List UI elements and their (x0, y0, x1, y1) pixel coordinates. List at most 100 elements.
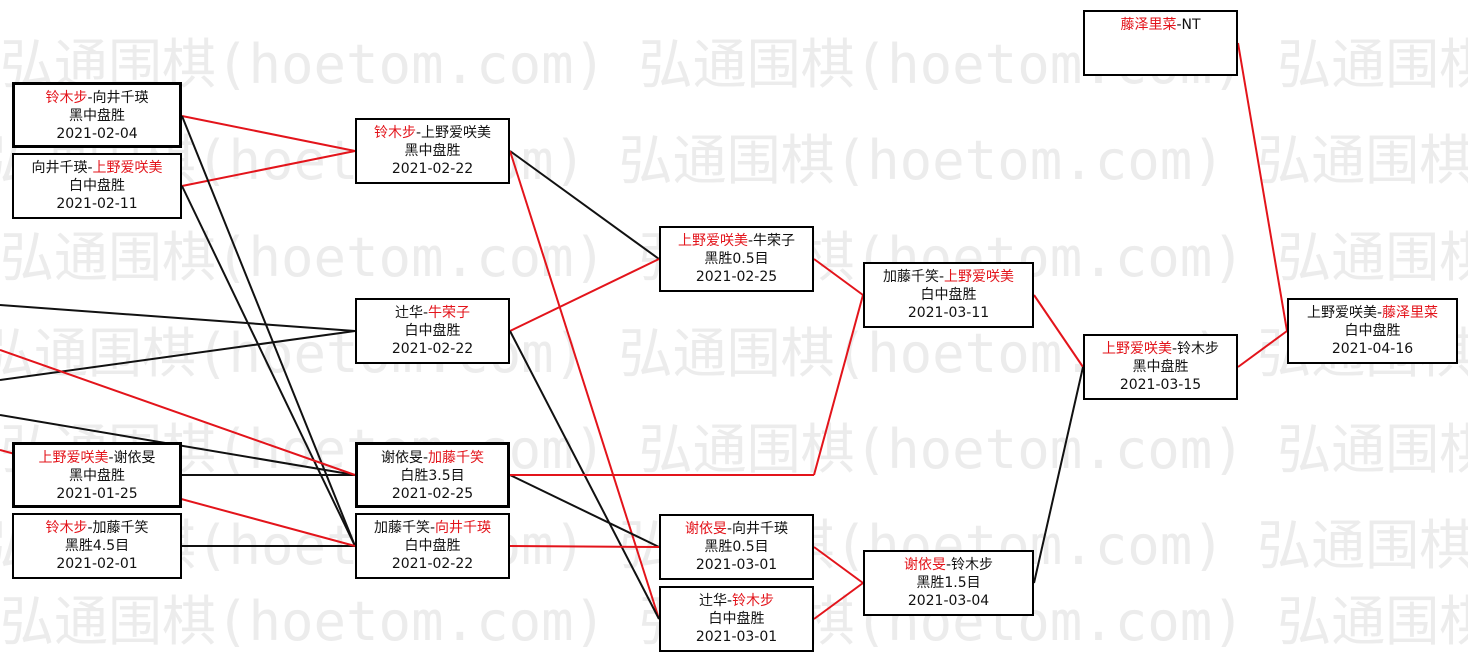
black-player: 辻华 (698, 593, 727, 609)
game-date: 2021-03-15 (1119, 377, 1202, 393)
black-player: 铃木步 (45, 90, 88, 106)
game-box[interactable]: 铃木步-上野爱咲美黑中盘胜 2021-02-22 (355, 118, 510, 184)
white-player: 加藤千笑 (92, 520, 149, 536)
white-player: NT (1181, 17, 1201, 33)
game-result: 白中盘胜 (1344, 323, 1401, 339)
game-box[interactable]: 藤泽里菜-NT (1083, 10, 1238, 76)
game-date: 2021-02-04 (56, 126, 138, 142)
winner-connector (0, 349, 356, 476)
matchup: 铃木步-上野爱咲美 (357, 124, 508, 142)
white-player: 上野爱咲美 (92, 160, 163, 176)
white-player: 牛荣子 (428, 305, 471, 321)
white-player: 铃木步 (1177, 341, 1220, 357)
game-date: 2021-02-22 (391, 341, 474, 357)
game-date: 2021-03-04 (907, 593, 990, 609)
black-player: 铃木步 (45, 520, 88, 536)
versus-separator: - (726, 521, 733, 537)
matchup: 上野爱咲美-牛荣子 (661, 232, 812, 250)
game-result: 白中盘胜 (404, 538, 461, 554)
black-player: 谢依旻 (684, 521, 727, 537)
matchup: 辻华-铃木步 (661, 592, 812, 610)
matchup: 上野爱咲美-铃木步 (1085, 340, 1236, 358)
versus-separator: - (726, 593, 733, 609)
black-player: 加藤千笑 (373, 520, 430, 536)
white-player: 向井千瑛 (435, 520, 492, 536)
game-date: 2021-02-01 (56, 556, 138, 572)
winner-connector (509, 545, 660, 548)
black-player: 向井千瑛 (31, 160, 88, 176)
versus-separator: - (87, 520, 93, 536)
black-player: 藤泽里菜 (1120, 17, 1177, 33)
game-result: 白中盘胜 (708, 611, 765, 627)
loser-connector (181, 185, 356, 547)
game-box[interactable]: 辻华-铃木步白中盘胜 2021-03-01 (659, 586, 814, 652)
matchup: 加藤千笑-上野爱咲美 (865, 268, 1032, 286)
game-date: 2021-03-01 (695, 557, 778, 573)
versus-separator: - (415, 125, 422, 141)
versus-separator: - (1171, 341, 1178, 357)
versus-separator: - (945, 557, 952, 573)
game-date: 2021-03-01 (695, 629, 778, 645)
game-result: 黑中盘胜 (69, 108, 125, 124)
game-date: 2021-04-16 (1331, 341, 1414, 357)
game-date: 2021-02-22 (391, 161, 474, 177)
loser-connector (509, 150, 660, 260)
game-result: 白胜3.5目 (400, 468, 465, 484)
white-player: 牛荣子 (753, 233, 796, 249)
versus-separator: - (938, 269, 945, 285)
matchup: 藤泽里菜-NT (1085, 16, 1236, 34)
winner-connector (813, 294, 864, 476)
white-player: 谢依旻 (113, 450, 156, 466)
game-result: 白中盘胜 (920, 287, 977, 303)
matchup: 谢依旻-向井千瑛 (661, 520, 812, 538)
matchup: 向井千瑛-上野爱咲美 (14, 159, 180, 177)
matchup: 辻华-牛荣子 (357, 304, 508, 322)
winner-connector (509, 258, 660, 332)
winner-connector (1237, 42, 1288, 332)
winner-connector (813, 582, 864, 620)
versus-separator: - (422, 305, 429, 321)
loser-connector (1033, 366, 1084, 584)
game-result: 黑中盘胜 (404, 143, 461, 159)
winner-connector (1237, 330, 1288, 368)
black-player: 上野爱咲美 (1306, 305, 1377, 321)
game-result: 白中盘胜 (69, 178, 125, 194)
white-player: 上野爱咲美 (944, 269, 1015, 285)
game-box[interactable]: 辻华-牛荣子白中盘胜 2021-02-22 (355, 298, 510, 364)
versus-separator: - (1376, 305, 1383, 321)
loser-connector (181, 115, 356, 547)
game-result: 白中盘胜 (404, 323, 461, 339)
loser-connector (509, 474, 660, 548)
white-player: 上野爱咲美 (421, 125, 492, 141)
matchup: 加藤千笑-向井千瑛 (357, 519, 508, 537)
white-player: 向井千瑛 (92, 90, 149, 106)
black-player: 谢依旻 (903, 557, 946, 573)
winner-connector (1033, 294, 1084, 368)
game-result: 黑中盘胜 (69, 468, 125, 484)
matchup: 铃木步-加藤千笑 (14, 519, 180, 537)
winner-connector (181, 150, 356, 187)
white-player: 铃木步 (951, 557, 994, 573)
winner-connector (509, 150, 660, 620)
winner-connector (813, 546, 864, 584)
game-date: 2021-03-11 (907, 305, 990, 321)
versus-separator: - (1176, 17, 1182, 33)
loser-connector (0, 330, 356, 381)
black-player: 上野爱咲美 (38, 450, 109, 466)
game-box[interactable]: 加藤千笑-上野爱咲美白中盘胜 2021-03-11 (863, 262, 1034, 328)
game-result: 黑胜0.5目 (704, 251, 769, 267)
versus-separator: - (747, 233, 754, 249)
versus-separator: - (87, 160, 93, 176)
